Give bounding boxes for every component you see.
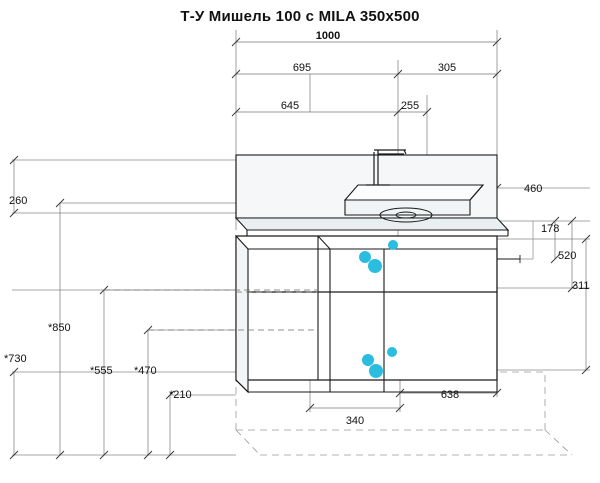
page-title: Т-У Мишель 100 с MILA 350x500 [180, 8, 420, 25]
countertop [234, 217, 510, 231]
right-dimension-rails [554, 221, 587, 370]
handle-icon-bottom-left [362, 354, 374, 366]
dim-height-178: 178 [541, 223, 559, 235]
washbasin-top [343, 184, 485, 201]
dim-right-segment: 305 [438, 62, 456, 74]
handle-icon-top-left [359, 251, 371, 263]
cabinet-side-panel [235, 234, 249, 394]
dim-cabinet-right-segment: 255 [401, 100, 419, 112]
dim-height-520: 520 [558, 250, 576, 262]
bottom-dimension-ticks [305, 388, 502, 413]
dim-height-210: *210 [169, 389, 192, 401]
handle-icon-bottom-right [387, 347, 397, 357]
drain-bowl-outline [379, 207, 433, 223]
faucet-icon [373, 149, 407, 185]
left-dimension-ticks [9, 155, 175, 460]
dim-backsplash-height: 260 [9, 195, 27, 207]
right-edge-detail [497, 255, 521, 263]
dim-total-width: 1000 [316, 30, 340, 42]
dim-height-730: *730 [4, 353, 27, 365]
left-dimension-rails [13, 160, 171, 455]
handle-icon-bottom-left-2 [369, 364, 383, 378]
floor-perspective-lines [235, 371, 573, 456]
left-projection-lines [12, 159, 236, 456]
washbasin-front [344, 199, 471, 216]
dim-drawer-right-width: 638 [441, 389, 459, 401]
drain-hole [395, 211, 417, 219]
dim-height-311: 311 [572, 280, 590, 292]
hidden-edges [104, 289, 318, 331]
dim-drawer-left-width: 340 [346, 415, 364, 427]
handle-icon-top-left-2 [368, 259, 382, 273]
right-dimension-ticks [492, 183, 591, 375]
dim-height-555: *555 [90, 365, 113, 377]
dim-height-470: *470 [134, 365, 157, 377]
dim-height-850: *850 [48, 322, 71, 334]
top-dimension-ticks [231, 37, 502, 117]
drawer-handles [359, 240, 398, 378]
dim-left-segment: 695 [293, 62, 311, 74]
dim-depth-460: 460 [524, 183, 542, 195]
dim-cabinet-left-segment: 645 [281, 100, 299, 112]
right-projection-lines [497, 187, 590, 371]
handle-icon-top-right [388, 240, 398, 250]
